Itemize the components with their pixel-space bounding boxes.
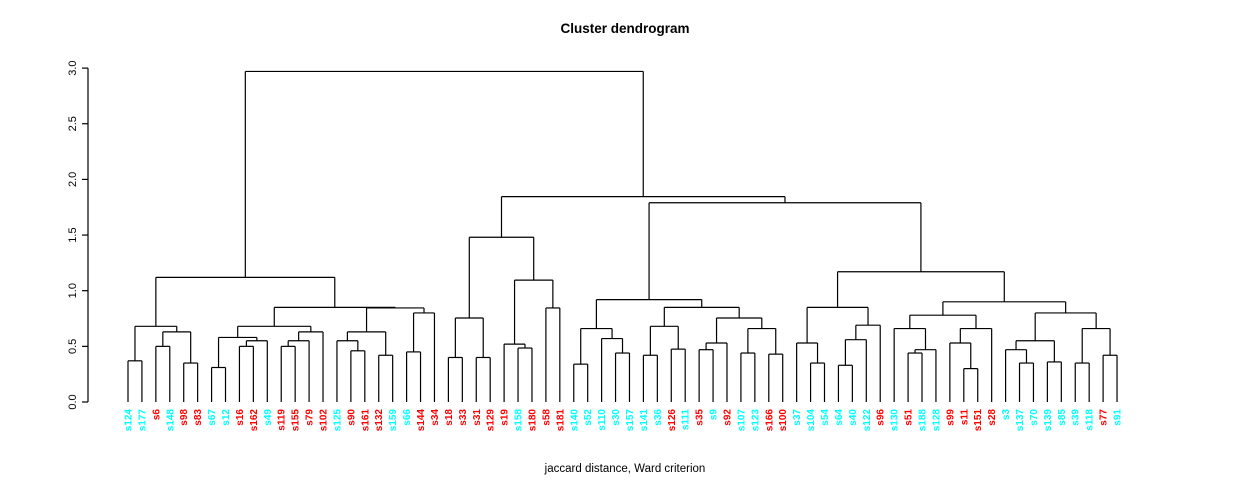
- leaf-label: s33: [458, 409, 469, 426]
- leaf-label: s162: [249, 409, 260, 432]
- leaf-label: s110: [597, 409, 608, 431]
- leaf-label: s51: [904, 409, 915, 426]
- leaf-label: s91: [1113, 409, 1124, 426]
- leaf-label: s125: [332, 409, 343, 432]
- leaf-label: s90: [346, 409, 357, 426]
- leaf-label: s6: [151, 409, 162, 421]
- leaf-label: s132: [374, 409, 385, 432]
- leaf-label: s129: [486, 409, 497, 432]
- leaf-label: s166: [764, 409, 775, 432]
- leaf-label: s128: [931, 409, 942, 432]
- y-tick-label: 1.0: [67, 283, 79, 298]
- leaf-label: s180: [527, 409, 538, 432]
- y-axis: 0.0 0.5 1.0 1.5 2.0 2.5 3.0: [67, 60, 89, 410]
- y-tick-label: 1.5: [67, 227, 79, 242]
- leaf-label: s37: [792, 409, 803, 426]
- leaf-label: s31: [472, 409, 483, 426]
- y-tick-label: 0.0: [67, 394, 79, 409]
- y-tick-label: 3.0: [67, 60, 79, 75]
- leaf-label: s96: [876, 409, 887, 426]
- leaf-label: s54: [820, 409, 831, 426]
- leaf-label: s39: [1071, 409, 1082, 426]
- leaf-label: s158: [514, 409, 525, 432]
- leaf-label: s52: [583, 409, 594, 426]
- x-axis-label: jaccard distance, Ward criterion: [544, 463, 706, 475]
- leaf-label: s126: [667, 409, 678, 432]
- leaf-label: s148: [165, 409, 176, 432]
- leaf-label: s119: [277, 409, 288, 431]
- leaf-label: s137: [1015, 409, 1026, 432]
- leaf-label: s11: [959, 409, 970, 426]
- leaf-label: s19: [500, 409, 511, 426]
- y-tick-label: 2.5: [67, 116, 79, 131]
- leaf-label: s3: [1001, 409, 1012, 421]
- leaf-label: s111: [681, 409, 692, 431]
- leaf-label: s30: [611, 409, 622, 426]
- leaf-label: s9: [709, 409, 720, 421]
- leaf-label: s79: [305, 409, 316, 426]
- y-tick-label: 2.0: [67, 172, 79, 187]
- leaf-label: s107: [736, 409, 747, 432]
- leaf-label: s64: [834, 409, 845, 426]
- chart-title: Cluster dendrogram: [560, 21, 689, 36]
- leaf-label: s177: [137, 409, 148, 432]
- leaf-label: s85: [1057, 409, 1068, 426]
- leaf-label: s155: [291, 409, 302, 432]
- leaf-label: s92: [722, 409, 733, 426]
- leaf-label: s66: [402, 409, 413, 426]
- leaf-label: s104: [806, 409, 817, 432]
- dendrogram-branches: [127, 70, 1118, 402]
- leaf-label: s102: [319, 409, 330, 432]
- leaf-label: s140: [569, 409, 580, 432]
- leaf-label: s100: [778, 409, 789, 432]
- leaf-label: s18: [444, 409, 455, 426]
- leaf-label: s34: [430, 409, 441, 426]
- leaf-label: s123: [750, 409, 761, 432]
- leaf-label: s35: [695, 409, 706, 426]
- leaf-label: s67: [207, 409, 218, 426]
- leaf-label: s58: [541, 409, 552, 426]
- leaf-label: s181: [555, 409, 566, 432]
- leaf-label: s159: [388, 409, 399, 432]
- leaf-label: s98: [179, 409, 190, 426]
- leaf-label: s124: [124, 409, 135, 432]
- leaf-label: s36: [653, 409, 664, 426]
- leaf-label: s99: [945, 409, 956, 426]
- leaf-label: s70: [1029, 409, 1040, 426]
- leaf-label: s16: [235, 409, 246, 426]
- leaf-label: s122: [862, 409, 873, 432]
- leaf-label: s118: [1085, 409, 1096, 431]
- leaf-label: s141: [639, 409, 650, 432]
- leaf-label: s151: [973, 409, 984, 432]
- leaf-label: s40: [848, 409, 859, 426]
- leaf-label: s130: [890, 409, 901, 432]
- leaf-label: s77: [1099, 409, 1110, 426]
- y-tick-label: 0.5: [67, 339, 79, 354]
- leaf-label: s144: [416, 409, 427, 432]
- leaf-label: s28: [987, 409, 998, 426]
- leaf-label: s83: [193, 409, 204, 426]
- leaf-label: s49: [263, 409, 274, 426]
- leaf-label: s188: [918, 409, 929, 432]
- leaf-label: s12: [221, 409, 232, 426]
- leaf-label: s161: [360, 409, 371, 432]
- leaf-label: s139: [1043, 409, 1054, 432]
- leaf-label: s157: [625, 409, 636, 432]
